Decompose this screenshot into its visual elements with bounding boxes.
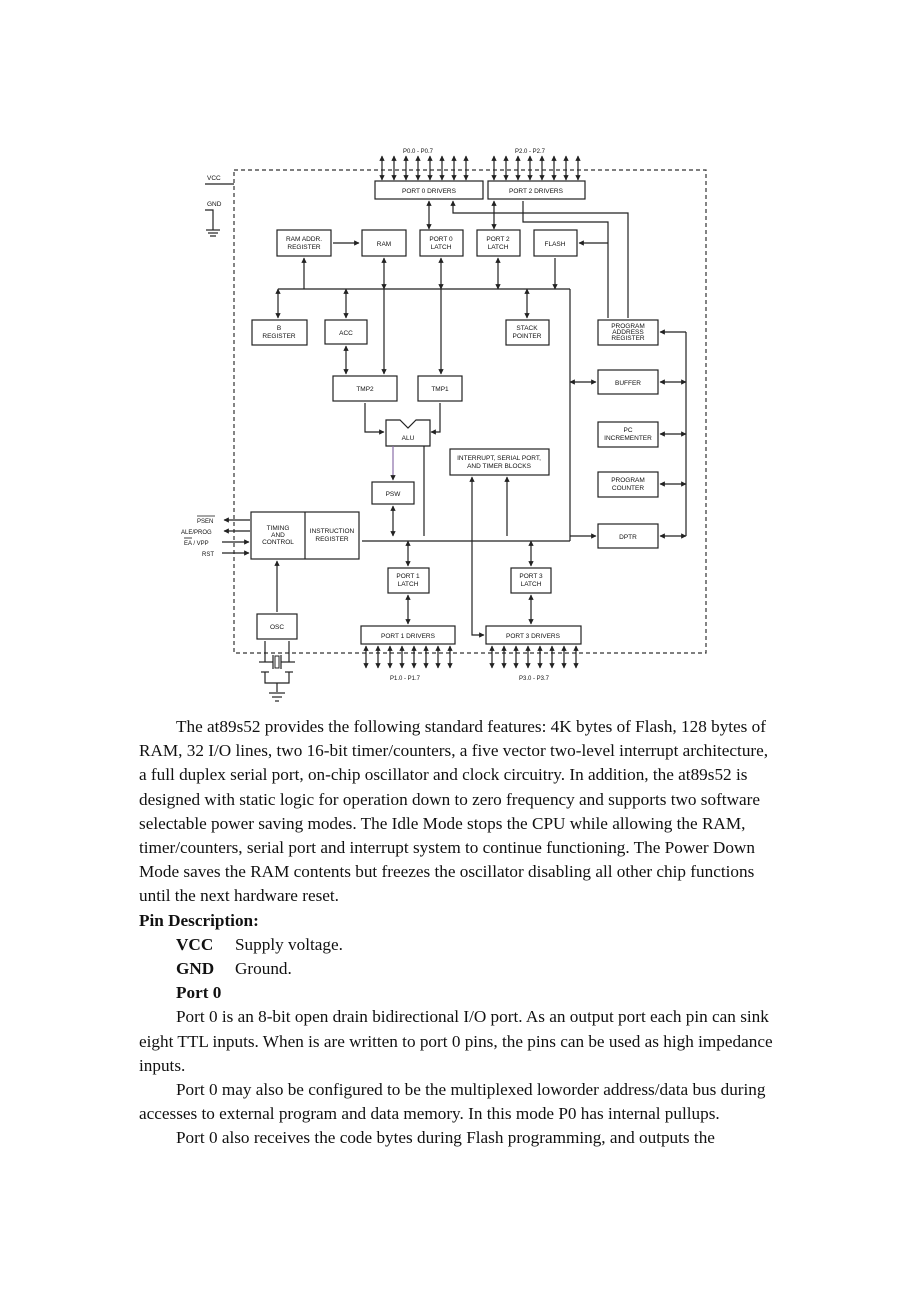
- tmp1-label: TMP1: [431, 386, 449, 393]
- port2-latch-label-2: LATCH: [488, 244, 509, 251]
- buffer-label: BUFFER: [615, 380, 641, 387]
- ram-addr-register-label-1: RAM ADDR.: [286, 236, 322, 243]
- b-register-label-1: B: [277, 325, 281, 332]
- port2-latch-label-1: PORT 2: [486, 236, 510, 243]
- port3-latch-label-2: LATCH: [521, 581, 542, 588]
- chip-boundary: [233, 169, 707, 654]
- b-register-block: [251, 319, 308, 346]
- osc-label: OSC: [270, 624, 284, 631]
- dptr-block: [597, 523, 659, 549]
- instruction-register-label-2: REGISTER: [315, 536, 349, 543]
- stack-pointer-label-1: STACK: [516, 325, 538, 332]
- b-register-label-2: REGISTER: [262, 333, 296, 340]
- port0-paragraph-1: Port 0 is an 8-bit open drain bidirectio…: [139, 1007, 773, 1075]
- port2-latch-block: [476, 229, 521, 257]
- intro-paragraph: The at89s52 provides the following stand…: [139, 717, 769, 906]
- psw-label: PSW: [386, 491, 402, 498]
- port0-drivers-block: [374, 180, 484, 200]
- gnd-term: GND: [176, 959, 215, 979]
- acc-label: ACC: [339, 330, 353, 337]
- vcc-label: VCC: [207, 175, 221, 182]
- program-counter-label-2: COUNTER: [612, 485, 644, 492]
- ram-label: RAM: [377, 241, 391, 248]
- tmp1-block: [417, 375, 463, 402]
- pc-incrementer-label-1: PC: [623, 427, 632, 434]
- vcc-description: Supply voltage.: [235, 934, 343, 954]
- timing-control-label-1: TIMING: [267, 525, 290, 532]
- port3-bus-label: P3.0 - P3.7: [519, 676, 550, 682]
- port0-drivers-label: PORT 0 DRIVERS: [402, 188, 457, 195]
- ground-icon-osc: [269, 692, 285, 702]
- program-address-register-label-2: ADDRESS: [612, 329, 644, 336]
- ale-prog-label: ALE/PROG: [181, 530, 212, 536]
- gnd-row: GND Ground.: [139, 957, 779, 981]
- psen-label: PSEN: [197, 519, 213, 525]
- port0-paragraph-2: Port 0 may also be configured to be the …: [139, 1080, 766, 1124]
- alu-block: [385, 419, 431, 447]
- psw-block: [371, 481, 415, 505]
- pc-incrementer-label-2: INCREMENTER: [604, 435, 652, 442]
- block-diagram: VCC GND P0.0 - P0.7 P2.0 - P2.7 PORT 0 D…: [181, 149, 707, 702]
- port1-latch-label-2: LATCH: [398, 581, 419, 588]
- port0-bus-label: P0.0 - P0.7: [403, 149, 434, 155]
- alu-label: ALU: [402, 435, 415, 442]
- timing-control-label-2: AND: [271, 532, 285, 539]
- program-counter-block: [597, 471, 659, 498]
- program-counter-label-1: PROGRAM: [611, 477, 645, 484]
- port3-latch-label-1: PORT 3: [519, 573, 543, 580]
- rst-label: RST: [202, 552, 214, 558]
- tmp2-label: TMP2: [356, 386, 374, 393]
- buffer-block: [597, 369, 659, 395]
- ground-icon: [206, 229, 220, 237]
- program-address-register-block: [597, 319, 659, 346]
- osc-block: [256, 613, 298, 640]
- gnd-description: Ground.: [235, 959, 292, 979]
- stack-pointer-block: [505, 319, 550, 346]
- port0-latch-block: [419, 229, 464, 257]
- acc-block: [324, 319, 368, 345]
- port3-drivers-label: PORT 3 DRIVERS: [506, 633, 561, 640]
- port1-drivers-block: [360, 625, 456, 645]
- crystal-icon: [259, 641, 295, 692]
- port2-drivers-block: [487, 180, 586, 200]
- port2-drivers-label: PORT 2 DRIVERS: [509, 188, 564, 195]
- flash-block: [533, 229, 578, 257]
- port2-bus-label: P2.0 - P2.7: [515, 149, 546, 155]
- port1-bus-label: P1.0 - P1.7: [390, 676, 421, 682]
- ram-addr-register-label-2: REGISTER: [287, 244, 321, 251]
- port1-latch-block: [387, 567, 430, 594]
- stack-pointer-label-2: POINTER: [513, 333, 542, 340]
- port0-latch-label-1: PORT 0: [429, 236, 453, 243]
- port1-drivers-label: PORT 1 DRIVERS: [381, 633, 436, 640]
- interrupt-blocks-label-2: AND TIMER BLOCKS: [467, 463, 531, 470]
- port3-latch-block: [510, 567, 552, 594]
- flash-label: FLASH: [545, 241, 566, 248]
- interrupt-blocks-label-1: INTERRUPT, SERIAL PORT,: [457, 455, 541, 462]
- interrupt-serial-timer-block: [449, 448, 550, 476]
- port0-latch-label-2: LATCH: [431, 244, 452, 251]
- dptr-label: DPTR: [619, 534, 637, 541]
- pc-incrementer-block: [597, 421, 659, 448]
- program-address-register-label-3: REGISTER: [611, 335, 645, 342]
- port1-latch-label-1: PORT 1: [396, 573, 420, 580]
- ram-block: [361, 229, 407, 257]
- ram-addr-register-block: [276, 229, 332, 257]
- instruction-register-label-1: INSTRUCTION: [310, 528, 355, 535]
- timing-control-label-3: CONTROL: [262, 539, 294, 546]
- ea-vpp-label: EA / VPP: [184, 541, 209, 547]
- pin-description-heading: Pin Description:: [139, 910, 259, 930]
- port3-drivers-block: [485, 625, 582, 645]
- program-address-register-label-1: PROGRAM: [611, 323, 645, 330]
- vcc-row: VCC Supply voltage.: [139, 933, 779, 957]
- port0-heading: Port 0: [176, 983, 222, 1003]
- document-body: The at89s52 provides the following stand…: [139, 715, 779, 1151]
- port0-paragraph-3: Port 0 also receives the code bytes duri…: [176, 1128, 715, 1148]
- gnd-label: GND: [207, 201, 222, 208]
- tmp2-block: [332, 375, 398, 402]
- vcc-term: VCC: [176, 934, 214, 954]
